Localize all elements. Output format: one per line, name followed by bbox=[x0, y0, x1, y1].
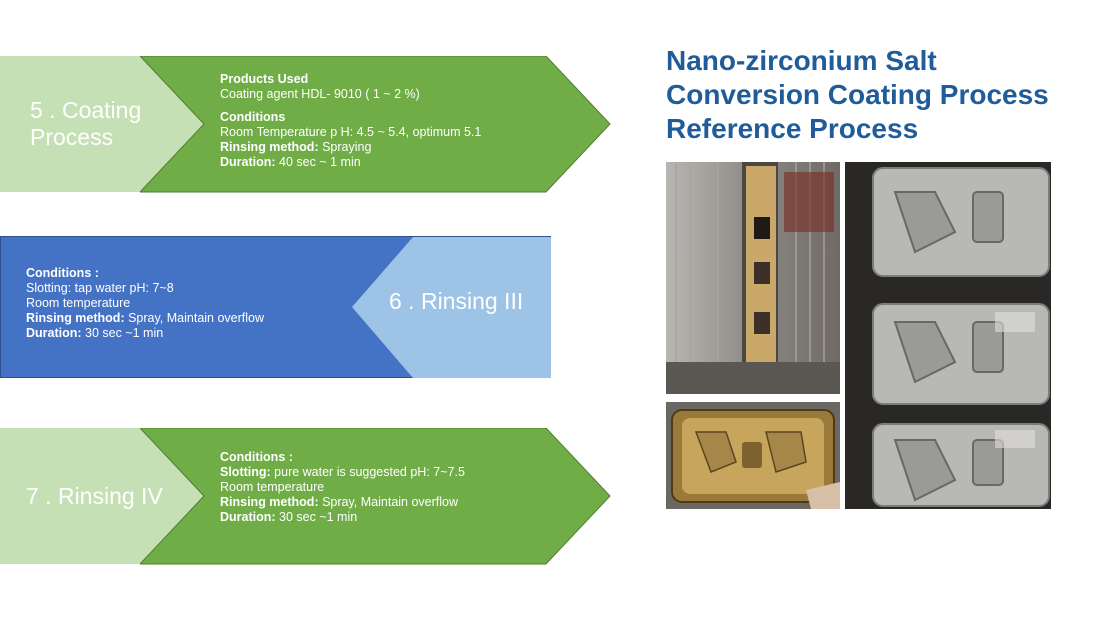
step6-block bbox=[0, 236, 551, 378]
step7-arrow bbox=[140, 428, 611, 565]
step7-label: 7 . Rinsing IV bbox=[26, 483, 163, 509]
step6-details: Conditions : Slotting: tap water pH: 7~8… bbox=[26, 266, 265, 340]
products-value: Coating agent HDL- 9010 ( 1 ~ 2 %) bbox=[220, 87, 420, 101]
conditions-heading: Conditions bbox=[220, 110, 286, 124]
products-heading: Products Used bbox=[220, 72, 309, 86]
step5-label: 5 . Coating Process bbox=[30, 97, 142, 150]
step6-label: 6 . Rinsing III bbox=[389, 288, 524, 314]
step5-light-block bbox=[0, 56, 204, 192]
step7-details: Conditions : Slotting: pure water is sug… bbox=[220, 450, 465, 524]
page-title: Nano-zirconium Salt Conversion Coating P… bbox=[666, 45, 1049, 144]
coated-part-photo bbox=[666, 402, 840, 509]
parts-stack-photo bbox=[845, 162, 1051, 509]
rack-photo bbox=[666, 162, 840, 394]
conditions-value: Room Temperature p H: 4.5 ~ 5.4, optimum… bbox=[220, 125, 482, 139]
step5-arrow bbox=[140, 56, 611, 193]
step5-details: Products Used Coating agent HDL- 9010 ( … bbox=[220, 72, 482, 169]
step7-light-block bbox=[0, 428, 204, 564]
